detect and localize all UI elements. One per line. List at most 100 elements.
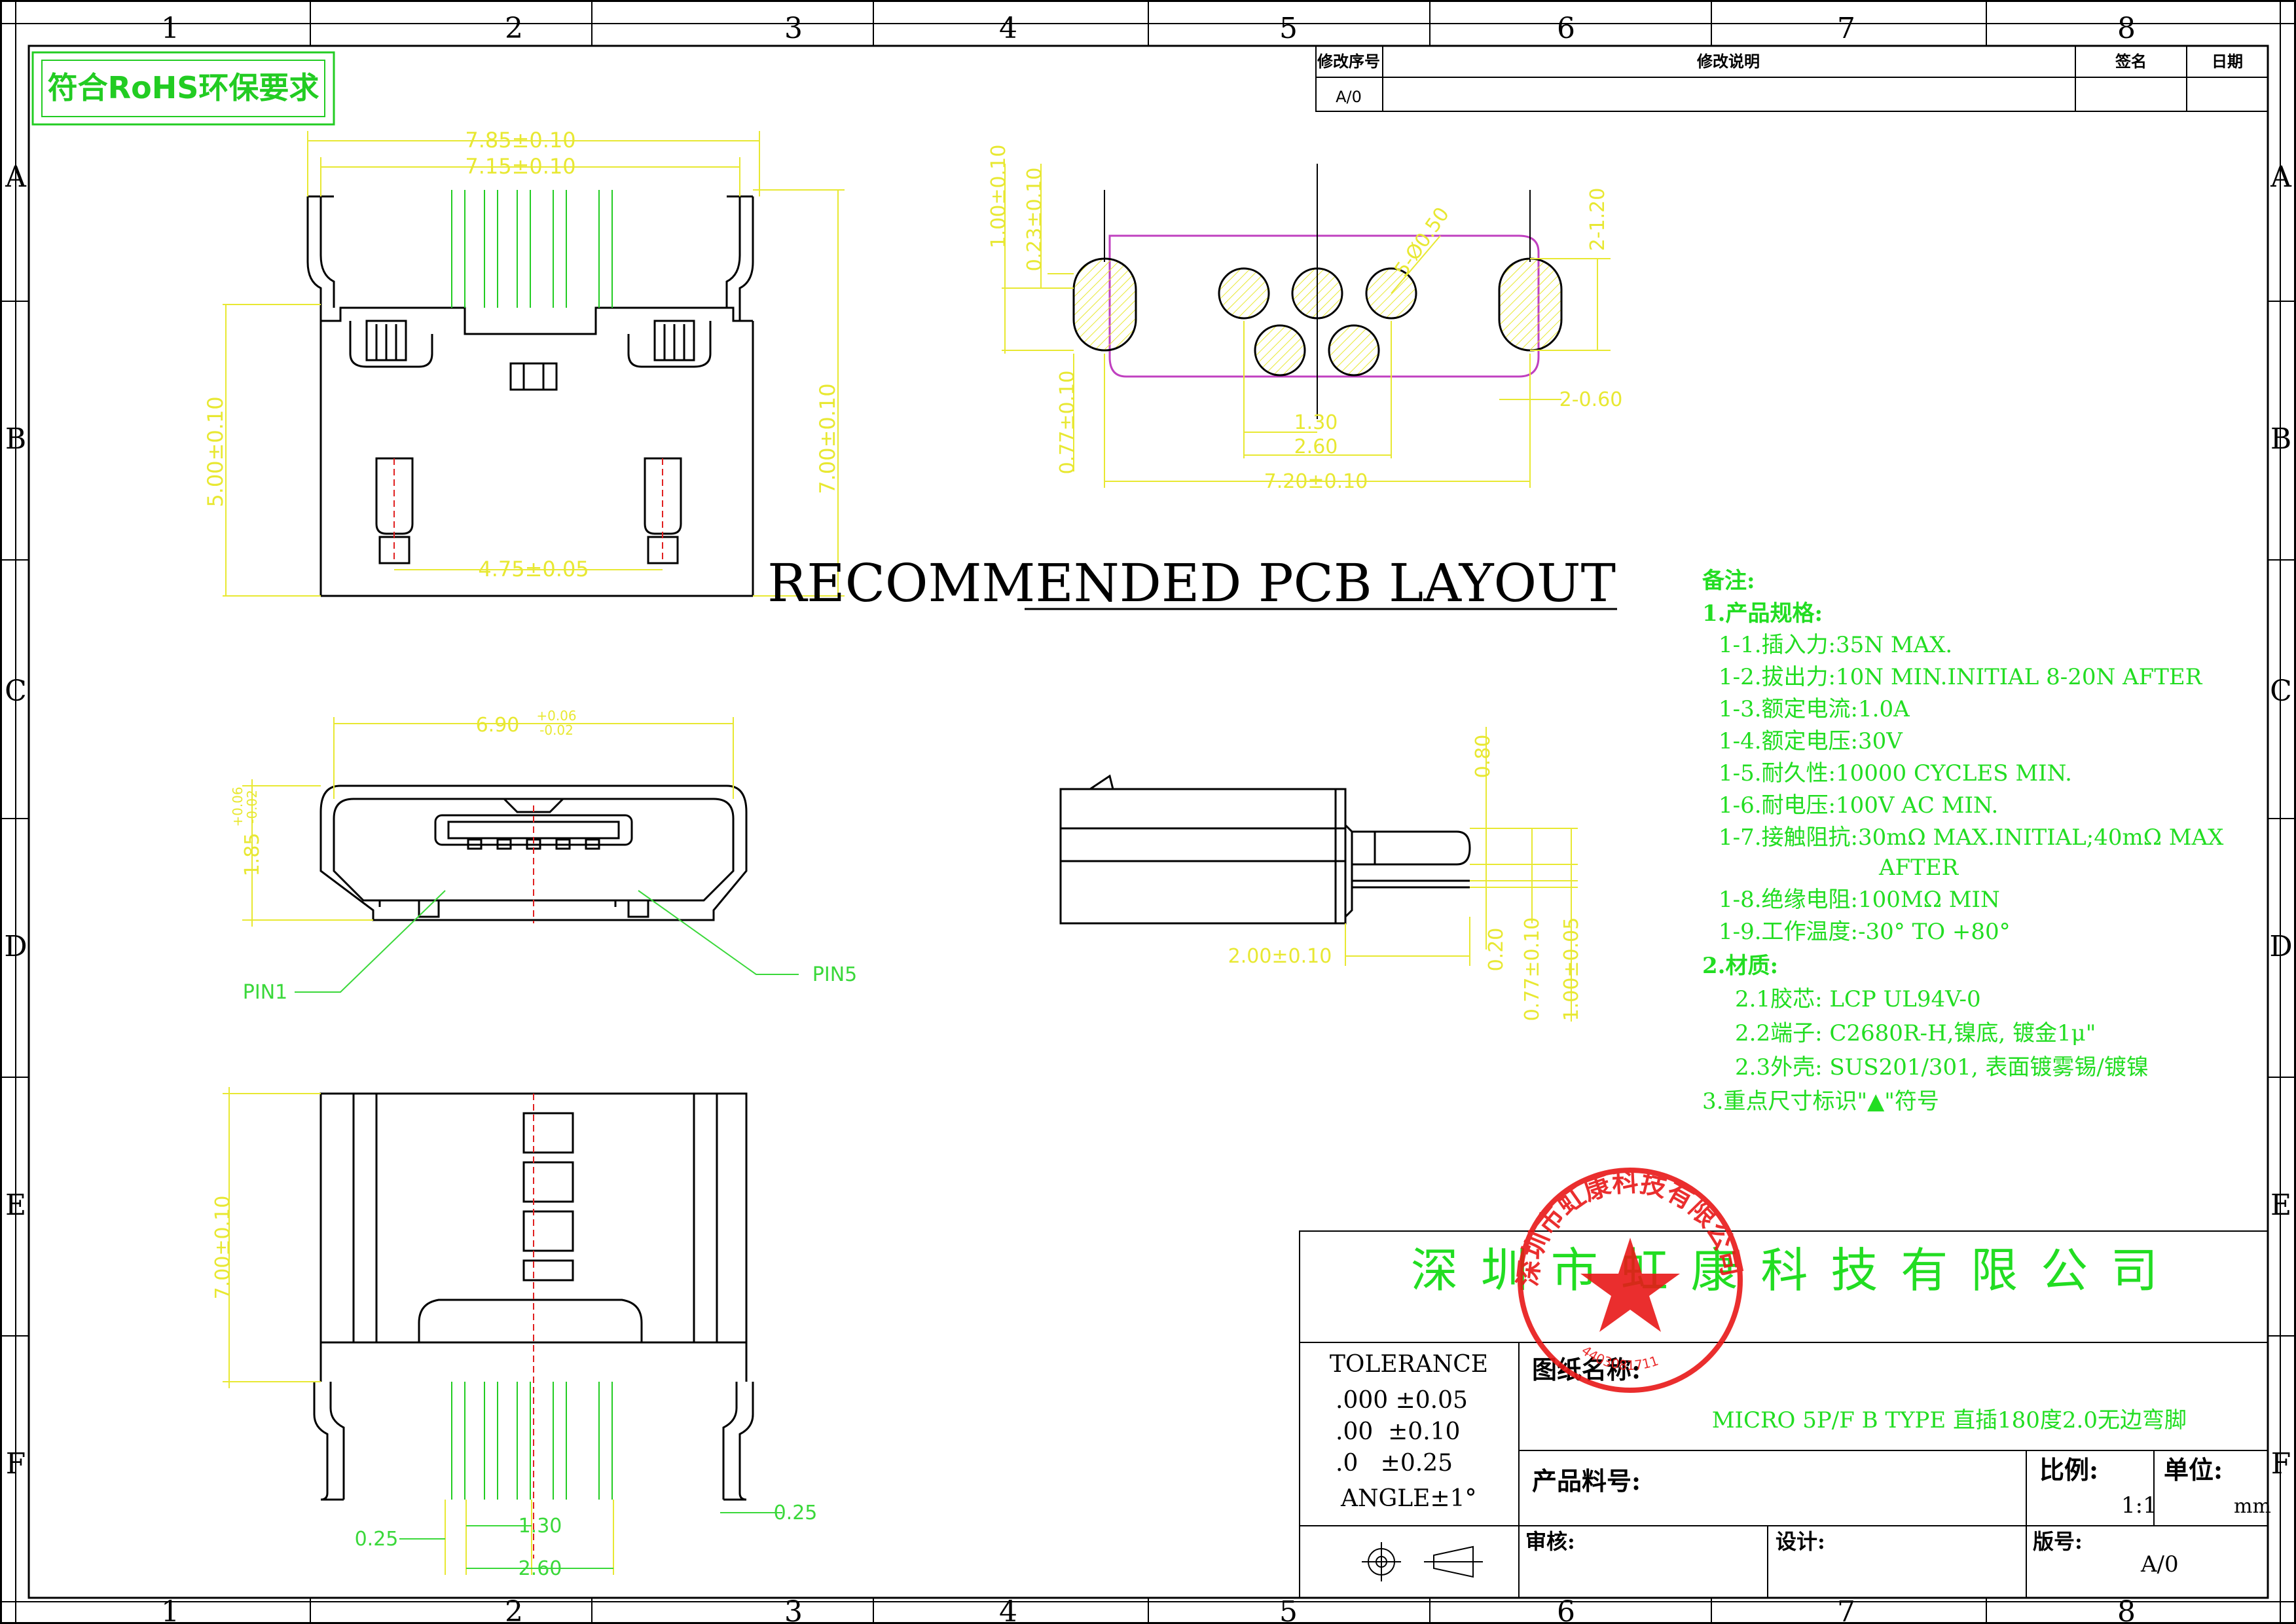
notes-line-15: 2.3外壳: SUS201/301, 表面镀雾锡/镀镍 [1735, 1054, 2149, 1080]
row-label-f: F [6, 1447, 26, 1481]
col-label-6-bottom: 6 [1557, 1595, 1575, 1624]
dim-pcb-2-60: 2.60 [1294, 435, 1338, 458]
col-label-4: 4 [999, 12, 1017, 45]
dim-top-0-25-left: 0.25 [355, 1528, 399, 1551]
col-label-7: 7 [1837, 12, 1855, 45]
side-view-dims [1345, 727, 1578, 1022]
dim-front-height-5: 5.00±0.10 [203, 396, 228, 507]
dim-end-height-tol-upper: +0.06 [230, 786, 246, 826]
dim-top-7-00: 7.00±0.10 [211, 1196, 234, 1300]
rohs-text: 符合RoHS环保要求 [48, 70, 319, 105]
dim-top-0-25-right: 0.25 [774, 1502, 818, 1524]
col-label-2-bottom: 2 [505, 1595, 523, 1624]
dim-pcb-slot-wid: 2-0.60 [1559, 388, 1623, 411]
dim-pcb-hole-dia: 5-Ø0.50 [1390, 203, 1454, 281]
dim-top-1-30: 1.30 [519, 1515, 562, 1538]
tolerance-row-3: .0 ±0.25 [1336, 1450, 1453, 1477]
company-name: 深 圳 市 虹 康 科 技 有 限 公 司 [1411, 1243, 2162, 1298]
notes-line-13: 2.1胶芯: LCP UL94V-0 [1735, 986, 1981, 1012]
col-label-5-bottom: 5 [1279, 1595, 1298, 1624]
notes-line-14: 2.2端子: C2680R-H,镍底, 镀金1μ" [1735, 1020, 2096, 1046]
dim-end-width-tol-upper: +0.06 [536, 708, 576, 724]
version-label: 版号: [2033, 1529, 2083, 1554]
scale-label: 比例: [2039, 1455, 2098, 1485]
col-label-1-bottom: 1 [161, 1595, 179, 1624]
top-view [313, 1092, 754, 1559]
dim-side-1-00: 1.00±0.05 [1560, 917, 1583, 1022]
col-label-7-bottom: 7 [1837, 1595, 1855, 1624]
notes-heading: 备注: [1702, 568, 1755, 594]
notes-line-16: 3.重点尺寸标识"▲"符号 [1702, 1088, 1939, 1115]
pcb-layout: 1.00±0.10 0.23±0.10 5-Ø0.50 2-1.20 0.77±… [767, 145, 1622, 614]
dim-end-width: 6.90 [476, 714, 520, 737]
dim-pcb-7-20: 7.20±0.10 [1264, 470, 1368, 493]
frame-labels: 1 2 3 4 5 6 7 8 1 2 3 4 5 6 7 8 A B C D … [4, 12, 2292, 1624]
dim-front-width-outer: 7.85±0.10 [465, 128, 575, 153]
part-no-label: 产品料号: [1532, 1466, 1641, 1496]
notes-line-4: 1-3.额定电流:1.0A [1719, 696, 1910, 722]
end-view-dims [242, 717, 734, 927]
col-label-4-bottom: 4 [999, 1595, 1017, 1624]
tolerance-title: TOLERANCE [1330, 1351, 1488, 1378]
col-label-5: 5 [1279, 12, 1298, 45]
rev-header-sign: 签名 [2115, 52, 2147, 71]
unit-value: mm [2234, 1495, 2271, 1518]
rev-header-date: 日期 [2212, 52, 2243, 71]
notes-line-7: 1-6.耐电压:100V AC MIN. [1719, 792, 1998, 819]
row-label-e: E [5, 1189, 26, 1222]
end-view [319, 784, 748, 923]
dim-pcb-0-77: 0.77±0.10 [1056, 371, 1079, 475]
col-label-8: 8 [2117, 12, 2136, 45]
dim-side-0-80: 0.80 [1472, 735, 1495, 779]
dim-pcb-0-23: 0.23±0.10 [1023, 168, 1046, 272]
tolerance-row-2: .00 ±0.10 [1336, 1418, 1460, 1445]
notes-block: 备注: 1.产品规格: 1-1.插入力:35N MAX. 1-2.拔出力:10N… [1702, 568, 2224, 1115]
row-label-b: B [5, 422, 26, 456]
col-label-6: 6 [1557, 12, 1575, 45]
drawing-name: MICRO 5P/F B TYPE 直插180度2.0无边弯脚 [1712, 1407, 2187, 1433]
dim-front-width-inner: 7.15±0.10 [465, 154, 575, 179]
row-label-d-right: D [2269, 930, 2292, 963]
notes-line-3: 1-2.拔出力:10N MIN.INITIAL 8-20N AFTER [1719, 664, 2203, 690]
notes-line-6: 1-5.耐久性:10000 CYCLES MIN. [1719, 760, 2072, 786]
row-label-d: D [4, 930, 27, 963]
revision-table [1315, 45, 2269, 112]
dim-side-2-00: 2.00±0.10 [1228, 945, 1332, 968]
unit-label: 单位: [2164, 1455, 2223, 1485]
pin1-label: PIN1 [243, 981, 287, 1004]
row-label-e-right: E [2270, 1189, 2291, 1222]
dim-side-0-20: 0.20 [1485, 928, 1508, 972]
row-label-a: A [5, 160, 27, 194]
dim-pcb-1-00: 1.00±0.10 [987, 145, 1010, 249]
tolerance-row-1: .000 ±0.05 [1336, 1387, 1468, 1414]
review-label: 审核: [1525, 1529, 1575, 1554]
notes-line-12: 2.材质: [1702, 953, 1778, 979]
projection-symbol [1362, 1542, 1483, 1581]
notes-line-11: 1-9.工作温度:-30° TO +80° [1719, 919, 2011, 945]
side-view [1059, 774, 1471, 925]
notes-line-8: 1-7.接触阻抗:30mΩ MAX.INITIAL;40mΩ MAX [1719, 824, 2224, 851]
dim-end-width-tol-lower: -0.02 [539, 722, 574, 738]
front-view-dims [223, 131, 845, 597]
notes-line-2: 1-1.插入力:35N MAX. [1719, 632, 1952, 658]
notes-line-10: 1-8.绝缘电阻:100MΩ MIN [1719, 887, 2000, 913]
col-label-1: 1 [161, 12, 179, 45]
pin-leaders [295, 890, 799, 993]
dim-end-height: 1.85 [241, 833, 264, 877]
top-view-dims [223, 1087, 614, 1575]
dim-side-0-77: 0.77±0.10 [1521, 917, 1544, 1022]
pcb-layout-title: RECOMMENDED PCB LAYOUT [767, 553, 1616, 614]
dim-end-height-tol-lower: -0.02 [244, 790, 260, 824]
rev-header-desc: 修改说明 [1696, 52, 1760, 71]
dim-pcb-slot-len: 2-1.20 [1586, 188, 1609, 251]
tolerance-row-4: ANGLE±1° [1340, 1485, 1477, 1512]
col-label-8-bottom: 8 [2117, 1595, 2136, 1624]
dim-pcb-1-30: 1.30 [1294, 411, 1338, 434]
dim-front-height-7: 7.00±0.10 [815, 383, 840, 494]
scale-value: 1:1 [2121, 1492, 2157, 1519]
rohs-badge: 符合RoHS环保要求 [31, 51, 335, 126]
dim-front-tab-pitch: 4.75±0.05 [478, 557, 589, 581]
row-label-a-right: A [2270, 160, 2292, 194]
